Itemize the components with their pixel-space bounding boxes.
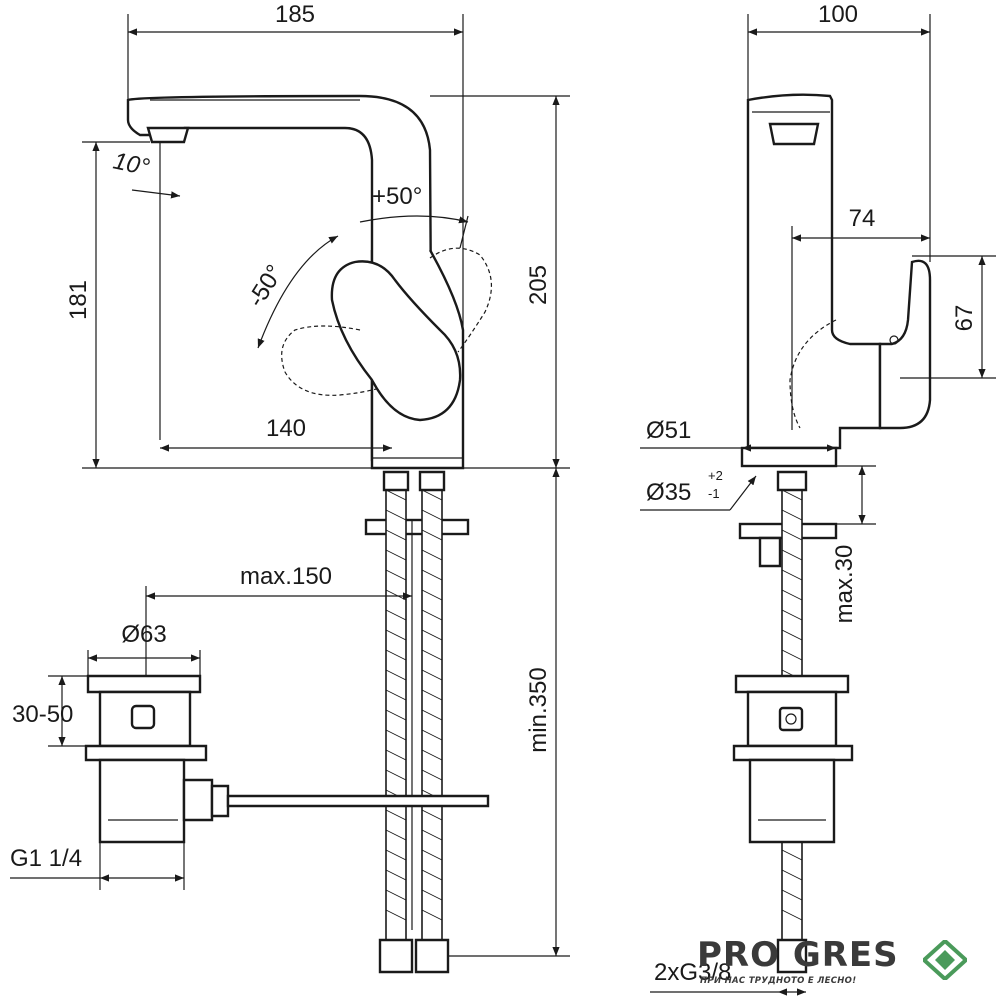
dim-angle-minus50: -50°	[242, 260, 288, 312]
front-view-dimensions	[10, 14, 570, 957]
dim-max-30: max.30	[831, 545, 858, 624]
dim-height-67: 67	[951, 305, 978, 332]
dim-angle-plus50: +50°	[372, 183, 422, 210]
dim-range-30-50: 30-50	[12, 701, 73, 728]
dim-depth-74: 74	[849, 205, 876, 232]
dim-dia-63: Ø63	[121, 621, 166, 648]
diamond-logo-icon	[923, 940, 967, 980]
side-view-labels: 100 74 67 Ø51 Ø35 +2 -1 max.30 2xG3/8	[646, 1, 978, 986]
dim-dia-51: Ø51	[646, 417, 691, 444]
dim-width-100: 100	[818, 1, 858, 28]
side-view-faucet	[738, 93, 932, 568]
front-view-hoses	[378, 470, 450, 974]
dim-thread-g38: 2xG3/8	[654, 959, 731, 986]
brand-tagline: ПРИ НАС ТРУДНОТО Е ЛЕСНО!	[700, 976, 857, 986]
dim-height-205: 205	[525, 265, 552, 305]
dim-thread-g1: G1 1/4	[10, 845, 82, 872]
dim-reach-140: 140	[266, 415, 306, 442]
dim-tolerance-plus: +2	[708, 468, 723, 483]
dim-max-150: max.150	[240, 563, 332, 590]
side-view-drain	[732, 674, 854, 844]
front-view-labels: 185 205 181 10° +50° -50° 140 max.150 Ø6…	[10, 1, 552, 872]
dim-angle-10: 10°	[111, 147, 153, 181]
dim-dia-35: Ø35	[646, 479, 691, 506]
dim-tolerance-minus: -1	[708, 486, 720, 501]
front-view-drain	[84, 674, 490, 844]
dim-height-181: 181	[65, 280, 92, 320]
dim-width-185: 185	[275, 1, 315, 28]
brand-name: PRO GRES	[697, 935, 899, 975]
dim-min-350: min.350	[525, 667, 552, 752]
side-view-dimensions	[640, 14, 996, 996]
brand-logo: PRO GRES ПРИ НАС ТРУДНОТО Е ЛЕСНО!	[697, 936, 977, 992]
